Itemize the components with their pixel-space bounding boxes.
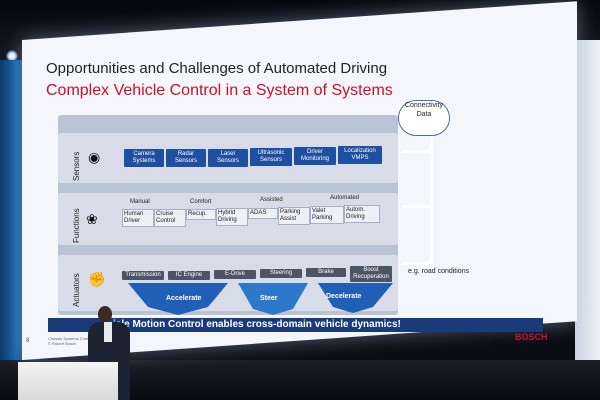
group-automated: Automated [330,195,360,201]
page-number: 8 [26,338,30,344]
speaker-shirt [104,322,112,342]
accelerate-arrow [128,283,228,315]
sensor-camera: Camera Systems [124,149,164,167]
function-autom-driving: Autom. Driving [344,205,380,223]
row-label-functions: Functions [72,208,81,243]
function-hybrid-driving: Hybrid Driving [216,208,248,226]
road-conditions-note: e.g. road conditions [408,268,470,275]
sensor-ultrasonic: Ultrasonic Sensors [250,148,292,166]
actuator-boost-recuperation: Boost Recuperation [350,266,392,282]
function-human-driver: Human Driver [122,209,154,227]
group-assisted: Assisted [260,197,283,203]
motion-accelerate: Accelerate [166,295,202,302]
sensor-localization: Localization VMPS [338,146,382,164]
muscle-icon: ✊ [88,271,106,287]
feedback-arrow-sensors [402,150,430,153]
actuator-transmission: Transmission [122,271,164,280]
motion-steer: Steer [260,295,278,302]
footer-text: Chassis Systems Control |© Robert Bosch [48,336,95,346]
function-recup: Recup. [186,209,216,220]
actuator-brake: Brake [306,268,346,277]
sensor-driver-monitoring: Driver Monitoring [294,147,336,165]
row-label-sensors: Sensors [72,151,81,181]
group-comfort: Comfort [190,199,212,205]
motion-decelerate: Decelerate [326,293,362,300]
stage-light [6,50,18,62]
slide-title: Opportunities and Challenges of Automate… [46,60,388,77]
actuator-ic-engine: IC Engine [168,271,210,280]
actuator-e-drive: E-Drive [214,270,256,279]
connectivity-cloud: Connectivity Data [398,100,450,136]
row-label-actuators: Actuators [72,273,81,307]
stage-wall-right [575,40,600,370]
speaker-head [98,306,112,322]
bosch-logo: BOSCH [515,332,548,342]
brain-icon: ❀ [86,211,98,227]
function-cruise-control: Cruise Control [154,209,186,227]
function-valet-parking: Valet Parking [310,206,344,224]
steer-arrow [238,283,308,315]
sensor-radar: Radar Sensors [166,149,206,167]
system-diagram: Sensors ◉ Camera Systems Radar Sensors L… [58,115,398,315]
feedback-line [430,136,433,266]
function-adas: ADAS [248,208,278,219]
decelerate-arrow [318,283,393,313]
feedback-arrow-actuators [402,262,430,265]
sensor-laser: Laser Sensors [208,149,248,167]
slide-subtitle: Complex Vehicle Control in a System of S… [46,82,393,99]
podium [18,362,118,400]
eye-icon: ◉ [88,149,101,165]
motion-arrows [128,283,393,315]
slide-banner: icle Motion Control enables cross-domain… [48,318,543,332]
function-parking-assist: Parking Assist [278,207,310,225]
feedback-arrow-functions [402,205,430,208]
group-manual: Manual [130,199,150,205]
actuator-steering: Steering [260,269,302,278]
connectivity-label: Connectivity Data [404,102,444,118]
